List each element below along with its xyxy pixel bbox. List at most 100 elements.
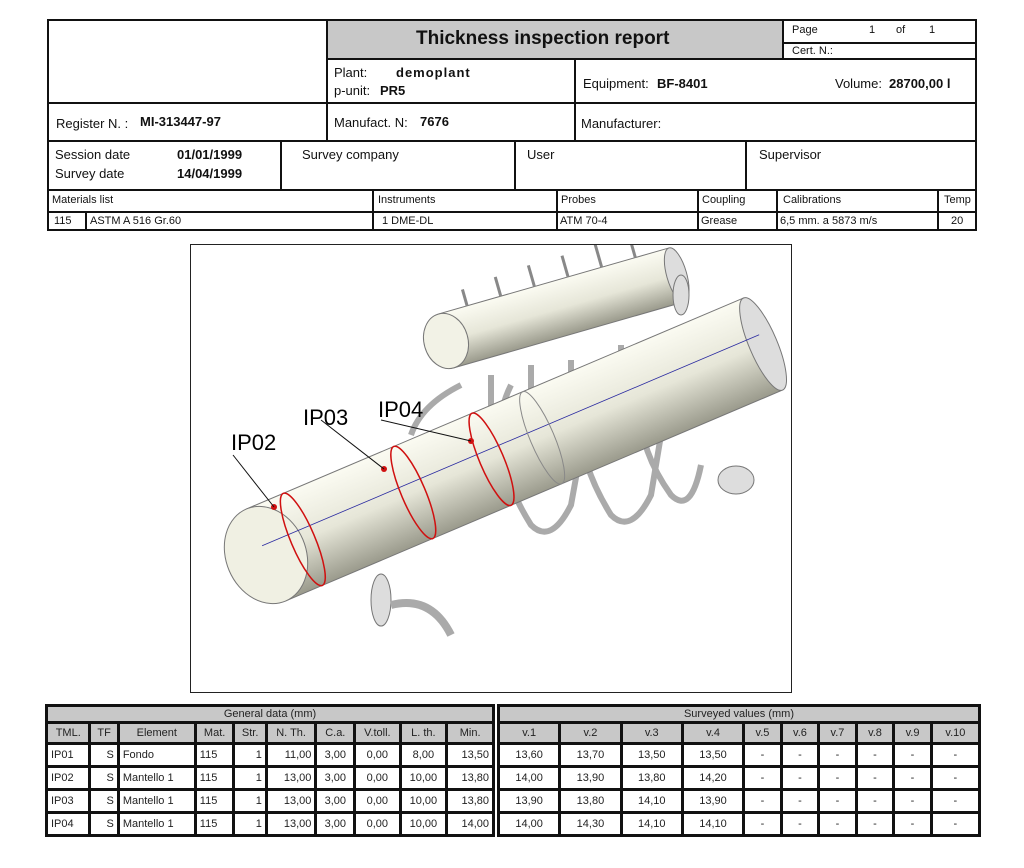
tml-label-ip02: IP02 <box>231 430 276 455</box>
table-cell: 13,80 <box>448 791 492 811</box>
nozzle-flanges <box>370 274 755 637</box>
column-header: v.1 <box>500 724 559 742</box>
calibration-value: 6,5 mm. a 5873 m/s <box>780 215 878 227</box>
table-cell: - <box>932 768 978 788</box>
surveyed-title: Surveyed values (mm) <box>500 707 978 721</box>
table-cell: S <box>91 768 117 788</box>
column-header: Element <box>119 724 194 742</box>
register-label: Register N. : <box>56 116 129 131</box>
coupling-cell: Grease <box>697 211 778 231</box>
table-cell: 13,90 <box>500 791 559 811</box>
table-cell: - <box>820 791 855 811</box>
table-cell: - <box>932 745 978 765</box>
table-cell: 10,00 <box>401 814 446 834</box>
temp-value: 20 <box>951 215 964 227</box>
table-cell: - <box>820 768 855 788</box>
column-header: v.8 <box>857 724 893 742</box>
materials-header: Materials list <box>47 189 374 213</box>
tml-label-ip03: IP03 <box>303 405 348 430</box>
table-cell: - <box>782 791 818 811</box>
table-cell: - <box>857 745 893 765</box>
table-cell: 11,00 <box>267 745 315 765</box>
table-cell: S <box>91 814 117 834</box>
table-cell: IP03 <box>48 791 89 811</box>
table-cell: 0,00 <box>356 814 399 834</box>
table-cell: 10,00 <box>401 791 446 811</box>
instruments-label: Instruments <box>378 194 436 206</box>
punit-label: p-unit: <box>334 83 371 98</box>
survey-label: Survey date <box>55 166 125 181</box>
table-cell: - <box>745 814 780 834</box>
table-cell: 13,90 <box>683 791 743 811</box>
table-cell: Fondo <box>119 745 194 765</box>
coupling-header: Coupling <box>697 189 778 213</box>
column-header: v.5 <box>745 724 780 742</box>
material-code: 115 <box>54 215 72 227</box>
upper-drum <box>422 232 690 370</box>
table-cell: S <box>91 791 117 811</box>
equipment-cell: Equipment: BF-8401 Volume: 28700,00 l <box>574 58 977 104</box>
column-header: L. th. <box>401 724 446 742</box>
of-label: of <box>896 24 906 36</box>
column-header: v.3 <box>622 724 681 742</box>
table-cell: Mantello 1 <box>119 791 194 811</box>
logo-cell <box>47 19 328 104</box>
table-cell: 13,90 <box>561 768 620 788</box>
main-shell <box>223 297 787 605</box>
table-cell: - <box>932 814 978 834</box>
table-cell: 3,00 <box>317 768 354 788</box>
calibrations-header: Calibrations <box>776 189 939 213</box>
table-cell: 13,70 <box>561 745 620 765</box>
dates-cell: Session date 01/01/1999 Survey date 14/0… <box>47 140 282 191</box>
table-cell: 13,00 <box>267 814 315 834</box>
table-cell: - <box>895 791 930 811</box>
register-value: MI-313447-97 <box>140 114 221 129</box>
table-cell: 13,50 <box>622 745 681 765</box>
volume-label: Volume: <box>835 76 882 91</box>
table-cell: - <box>895 745 930 765</box>
session-value: 01/01/1999 <box>177 147 243 162</box>
supervisor-cell: Supervisor <box>745 140 977 191</box>
coupling-value: Grease <box>701 215 738 227</box>
table-cell: - <box>820 814 855 834</box>
column-header: v.7 <box>820 724 855 742</box>
table-cell: - <box>857 768 893 788</box>
table-cell: 13,50 <box>448 745 492 765</box>
table-cell: 10,00 <box>401 768 446 788</box>
probes-label: Probes <box>561 194 596 206</box>
table-cell: - <box>895 814 930 834</box>
table-cell: 14,20 <box>683 768 743 788</box>
column-header: v.10 <box>932 724 978 742</box>
material-name-cell: ASTM A 516 Gr.60 <box>85 211 374 231</box>
vessel-drawing: IP02 IP03 IP04 <box>190 232 792 693</box>
column-header: TF <box>91 724 117 742</box>
table-cell: - <box>857 791 893 811</box>
table-cell: 1 <box>235 745 265 765</box>
user-cell: User <box>514 140 747 191</box>
tml-label-ip04: IP04 <box>378 397 423 422</box>
table-cell: IP04 <box>48 814 89 834</box>
table-cell: 13,00 <box>267 768 315 788</box>
table-cell: - <box>857 814 893 834</box>
table-cell: 3,00 <box>317 814 354 834</box>
manufact-cell: Manufact. N: 7676 <box>326 102 576 142</box>
calibrations-label: Calibrations <box>783 194 842 206</box>
calibration-cell: 6,5 mm. a 5873 m/s <box>776 211 939 231</box>
plant-value: demoplant <box>396 65 471 80</box>
table-cell: 14,00 <box>448 814 492 834</box>
column-header: TML. <box>48 724 89 742</box>
column-header: v.4 <box>683 724 743 742</box>
column-header: Min. <box>448 724 492 742</box>
plant-cell: Plant: demoplant p-unit: PR5 <box>326 58 576 104</box>
instrument-cell: 1 DME-DL <box>372 211 558 231</box>
table-cell: 14,10 <box>622 814 681 834</box>
instruments-header: Instruments <box>372 189 558 213</box>
table-cell: 0,00 <box>356 768 399 788</box>
table-cell: IP02 <box>48 768 89 788</box>
temp-cell: 20 <box>937 211 977 231</box>
